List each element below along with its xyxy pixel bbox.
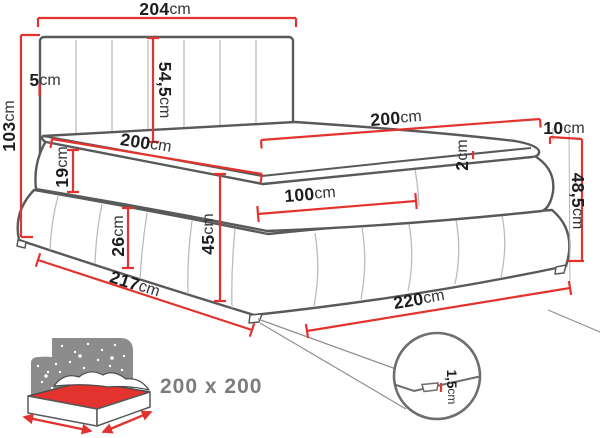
dimension-overall-width: 220cm [304,280,573,339]
base-seam [407,223,413,292]
front-leg [248,313,263,324]
dim-label-topper-height: 2cm [452,139,472,170]
dim-label-rear-offset: 10cm [543,118,584,138]
magnifier-fill [394,333,480,419]
dim-line [34,252,256,338]
dimension-mattress-half: 100cm [256,182,418,223]
callout-line [259,322,407,410]
dim-label-base-height: 26cm [108,215,128,256]
magnified-leg [421,382,439,393]
dimension-headboard-width: 204cm [36,0,298,27]
dim-label-side-height: 45cm [198,213,218,254]
dimension-topper-height: 2cm [452,139,475,171]
length-arrow [101,410,153,434]
dim-label-mattress-height: 19cm [52,146,72,187]
dim-line [548,135,583,144]
dimension-sleep-length: 200cm [49,129,264,184]
base-seam [231,228,236,309]
dim-line [49,137,264,184]
base-seam [187,220,193,295]
base-seam [94,203,103,265]
dim-line [67,148,79,194]
dimension-overall-side-height: 48,5cm [568,139,588,263]
dim-line [36,16,298,27]
dim-line [304,280,573,339]
dim-label-leg-height: 1,5cm [445,370,460,405]
dimension-headboard-side: 5cm [29,70,61,96]
dim-line [147,36,159,144]
base-seam [313,232,319,307]
dimension-rear-offset: 10cm [543,118,585,144]
dim-line [19,33,40,239]
base-seam [139,212,148,280]
dim-line [122,206,134,270]
magnified-bottom-edge [394,375,480,393]
right-leg [554,264,567,275]
base-seam [500,214,506,278]
dim-label-headboard-side: 5cm [29,70,60,90]
width-arrow [22,413,93,435]
dim-line [214,172,226,303]
dim-label-total-height: 103cm [0,100,19,151]
size-badge-label: 200 x 200 [160,375,262,398]
dim-label-headboard-width: 204cm [139,0,190,19]
dim-label-headboard-panel: 54,5cm [155,62,175,119]
dim-label-overall-width: 220cm [392,285,446,313]
base-seam [360,227,366,300]
dimension-side-height: 45cm [198,172,226,303]
left-leg [16,239,27,249]
magnifier-ring [392,331,482,421]
dim-label-mattress-half: 100cm [284,182,337,206]
dimension-headboard-panel: 54,5cm [147,36,175,144]
bed-drawing [16,35,600,333]
dimension-mattress-height: 19cm [52,146,79,194]
icon-blanket [53,371,150,391]
base-seam [49,195,59,251]
dim-line [256,192,418,223]
base-seam [454,219,460,285]
floor-line [547,309,600,333]
size-badge: 200 x 200 [22,338,262,435]
dimension-sleep-width: 200cm [259,106,542,149]
dim-label-sleep-width: 200cm [370,106,423,130]
projection-line [568,126,571,287]
leg-magnifier-callout: 1,5cm [257,318,482,421]
dimension-base-height: 26cm [108,206,134,270]
dim-line [259,117,542,149]
topper [40,120,541,186]
dimension-total-height: 103cm [0,33,40,239]
callout-line [257,318,397,370]
magnifier-content [394,375,480,393]
dim-label-sleep-length: 200cm [119,129,173,157]
dim-label-overall-side-height: 48,5cm [568,173,588,230]
dim-line [568,139,584,263]
base-seams [49,195,506,309]
dimensions: 204cm 103cm 5cm 54,5cm 200cm 200cm [0,0,588,339]
